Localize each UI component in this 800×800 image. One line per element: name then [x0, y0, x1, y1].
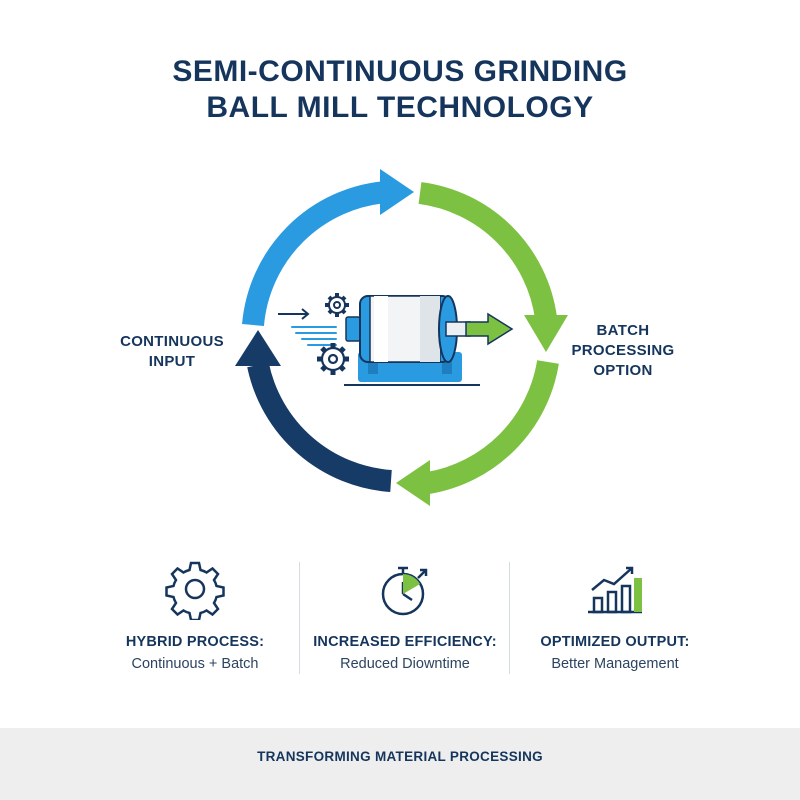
- stopwatch-icon: [300, 558, 510, 620]
- feature-subtitle: Reduced Diowntime: [340, 656, 470, 672]
- batch-label-line-2: PROCESSING: [571, 342, 675, 359]
- continuous-input-line-2: INPUT: [148, 353, 196, 370]
- features-row: HYBRID PROCESS: Continuous + Batch INCRE…: [90, 558, 710, 678]
- cycle-arrow-blue: [242, 169, 414, 327]
- cycle-arrow-green-top: [418, 182, 568, 352]
- feature-subtitle: Better Management: [551, 656, 679, 672]
- feed-lines: [291, 326, 337, 346]
- continuous-input-line-1: CONTINUOUS: [120, 333, 224, 350]
- process-cycle-diagram: [235, 169, 568, 506]
- feature-hybrid-process: HYBRID PROCESS: Continuous + Batch: [90, 558, 300, 672]
- small-gear-icon: [325, 293, 349, 317]
- feature-optimized-output: OPTIMIZED OUTPUT: Better Management: [510, 558, 720, 672]
- batch-label-line-1: BATCH: [596, 322, 650, 339]
- feature-title: INCREASED EFFICIENCY:: [313, 634, 497, 650]
- feed-arrow-icon: [278, 308, 310, 320]
- feature-divider: [299, 562, 300, 674]
- feature-subtitle: Continuous + Batch: [131, 656, 259, 672]
- footer-text: TRANSFORMING MATERIAL PROCESSING: [257, 748, 543, 764]
- batch-label-line-3: OPTION: [593, 362, 653, 379]
- feature-increased-efficiency: INCREASED EFFICIENCY: Reduced Diowntime: [300, 558, 510, 672]
- ball-mill-icon: [278, 293, 514, 386]
- title-line-1: SEMI-CONTINUOUS GRINDING: [172, 55, 628, 88]
- bar-chart-growth-icon: [510, 558, 720, 620]
- feature-title: HYBRID PROCESS:: [125, 634, 265, 650]
- large-gear-icon: [317, 343, 349, 375]
- cycle-arrow-green-bottom: [396, 360, 559, 506]
- feature-title: OPTIMIZED OUTPUT:: [540, 634, 690, 650]
- batch-processing-label: BATCH PROCESSING OPTION: [553, 321, 693, 381]
- footer-banner: TRANSFORMING MATERIAL PROCESSING: [0, 728, 800, 800]
- feature-divider: [509, 562, 510, 674]
- title-line-2: BALL MILL TECHNOLOGY: [206, 91, 594, 124]
- cycle-arrow-navy: [235, 330, 392, 492]
- continuous-input-label: CONTINUOUS INPUT: [108, 332, 236, 372]
- gear-icon: [90, 558, 300, 620]
